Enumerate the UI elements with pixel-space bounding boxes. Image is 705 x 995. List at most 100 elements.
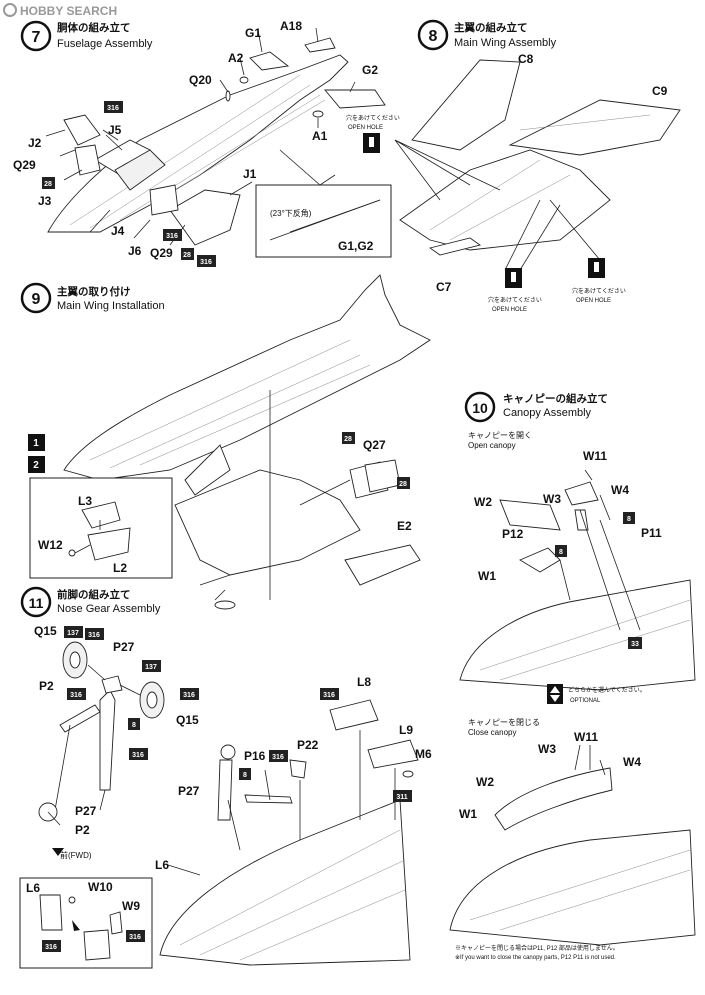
part-label-g1-g2: G1,G2 xyxy=(338,239,374,253)
paint-badge-316-d: 316 xyxy=(88,632,100,639)
paint-badge-316-c: 316 xyxy=(200,259,212,266)
part-label-j6: J6 xyxy=(128,244,142,258)
close-canopy-en: Close canopy xyxy=(468,728,516,737)
door-callout: L6 W10 W9 316 316 xyxy=(19,877,153,969)
part-label-j1: J1 xyxy=(243,167,257,181)
step-8-labels: C8 C9 C7 xyxy=(436,52,668,294)
step-10-number: 10 xyxy=(472,400,488,416)
pylon-callout: L3 W12 L2 xyxy=(29,477,173,579)
step-10-paint-badges: 8 8 33 xyxy=(555,512,642,649)
part-label-q29: Q29 xyxy=(13,158,36,172)
part-label-p27: P27 xyxy=(113,640,135,654)
footnote-jp: ※キャノピーを閉じる場合はP11, P12 部品は使用しません。 xyxy=(455,944,619,952)
part-label-l8: L8 xyxy=(357,675,371,689)
paint-badge-316-g: 316 xyxy=(132,752,144,759)
open-hole-jp-1: 穴をあけてください xyxy=(346,114,400,122)
part-label-w3: W3 xyxy=(543,492,561,506)
part-label-l9: L9 xyxy=(399,723,413,737)
part-label-p2-b: P2 xyxy=(75,823,90,837)
open-hole-en-2: OPEN HOLE xyxy=(492,307,527,313)
aircraft-drawing xyxy=(63,274,431,610)
step-8-title-jp: 主翼の組み立て xyxy=(454,21,528,34)
watermark-text: HOBBY SEARCH xyxy=(20,4,117,18)
part-label-w2-b: W2 xyxy=(476,775,494,789)
paint-badge-28-a: 28 xyxy=(44,181,52,188)
part-label-p11: P11 xyxy=(641,526,662,540)
step-7-labels: A18 G1 A2 Q20 G2 A1 J2 J5 Q29 J3 J1 J4 J… xyxy=(13,19,378,260)
open-hole-note-1: 穴をあけてください OPEN HOLE xyxy=(346,114,400,153)
part-label-p12: P12 xyxy=(502,527,524,541)
part-label-w12: W12 xyxy=(38,538,63,552)
dihedral-note: (23°下反角) xyxy=(270,208,312,218)
paint-badge-8-c: 8 xyxy=(132,722,136,729)
part-label-c7: C7 xyxy=(436,280,452,294)
step-10-title-en: Canopy Assembly xyxy=(503,407,592,419)
nose-section-badges: 316 8 316 311 xyxy=(239,688,412,802)
step-9-main-wing-installation: 9 主翼の取り付け Main Wing Installation 1 2 E1 … xyxy=(20,274,431,610)
step-11-labels: Q15 P27 P2 Q15 P27 P2 xyxy=(34,624,199,837)
part-label-m6: M6 xyxy=(415,747,432,761)
step-9-title-jp: 主翼の取り付け xyxy=(57,285,131,298)
nose-section-drawing xyxy=(159,699,419,966)
step-8-title-en: Main Wing Assembly xyxy=(454,37,557,49)
optional-note: どちらかを選んでください。 OPTIONAL xyxy=(547,684,646,704)
step-7-title-jp: 胴体の組み立て xyxy=(57,21,131,34)
paint-badge-316-b: 316 xyxy=(166,233,178,240)
step-10-open-labels: W11 W3 W4 W2 P12 P11 W1 xyxy=(474,449,662,583)
open-hole-jp-3: 穴をあけてください xyxy=(572,287,626,295)
paint-badge-8-b: 8 xyxy=(559,549,563,556)
part-label-q29-b: Q29 xyxy=(150,246,173,260)
step-10-close-labels: W11 W3 W4 W2 W1 xyxy=(459,730,641,821)
part-label-w11: W11 xyxy=(583,449,607,463)
wing-drawing xyxy=(394,59,681,271)
part-label-j4: J4 xyxy=(111,224,125,238)
watermark-logo: HOBBY SEARCH xyxy=(3,3,117,18)
open-hole-jp-2: 穴をあけてください xyxy=(488,296,542,304)
part-label-w1: W1 xyxy=(478,569,496,583)
part-label-p16: P16 xyxy=(244,749,266,763)
paint-badge-28-b: 28 xyxy=(183,252,191,259)
part-label-q15: Q15 xyxy=(34,624,57,638)
paint-badge-137-a: 137 xyxy=(67,630,79,637)
step-11-title-en: Nose Gear Assembly xyxy=(57,603,161,615)
paint-badge-28-d: 28 xyxy=(399,481,407,488)
step-9-title-en: Main Wing Installation xyxy=(57,300,165,312)
part-label-q15-b: Q15 xyxy=(176,713,199,727)
part-label-l2: L2 xyxy=(113,561,127,575)
paint-badge-137-b: 137 xyxy=(145,664,157,671)
open-canopy-drawing xyxy=(459,469,696,691)
step-11-title-jp: 前脚の組み立て xyxy=(57,588,131,601)
step-9-step-marks: 1 2 xyxy=(28,434,45,473)
part-label-w10: W10 xyxy=(88,880,113,894)
step-11-nose-gear-assembly: 11 前脚の組み立て Nose Gear Assembly 前(FWD) Q15… xyxy=(19,586,432,969)
paint-badge-311: 311 xyxy=(396,794,407,801)
part-label-w11-b: W11 xyxy=(574,730,598,744)
paint-badge-316-h: 316 xyxy=(45,944,57,951)
optional-jp: どちらかを選んでください。 xyxy=(568,686,646,694)
footnote-en: ※If you want to close the canopy parts, … xyxy=(455,954,616,961)
paint-badge-8-d: 8 xyxy=(243,772,247,779)
part-label-c8: C8 xyxy=(518,52,534,66)
paint-badge-316-i: 316 xyxy=(272,754,284,761)
step-7-number: 7 xyxy=(32,29,41,46)
part-label-w4-b: W4 xyxy=(623,755,641,769)
open-hole-note-2: 穴をあけてください OPEN HOLE xyxy=(488,268,542,313)
part-label-w3-b: W3 xyxy=(538,742,556,756)
open-canopy-jp: キャノピーを開く xyxy=(468,431,532,440)
part-label-j5: J5 xyxy=(108,123,122,137)
part-label-a1: A1 xyxy=(312,129,328,143)
nose-section-labels: P16 P22 P27 L8 L9 M6 L6 xyxy=(155,675,432,872)
part-label-w1-b: W1 xyxy=(459,807,477,821)
paint-badge-316-k: 316 xyxy=(129,934,141,941)
part-label-a2: A2 xyxy=(228,51,244,65)
paint-badge-316-a: 316 xyxy=(107,105,119,112)
part-label-g2: G2 xyxy=(362,63,378,77)
step-9-number: 9 xyxy=(32,291,41,308)
step-mark-1: 1 xyxy=(33,438,39,449)
step-8-number: 8 xyxy=(429,28,438,45)
open-hole-en-3: OPEN HOLE xyxy=(576,298,611,304)
paint-badge-316-f: 316 xyxy=(70,692,82,699)
fuselage-drawing xyxy=(45,27,386,246)
part-label-p27-c: P27 xyxy=(178,784,200,798)
